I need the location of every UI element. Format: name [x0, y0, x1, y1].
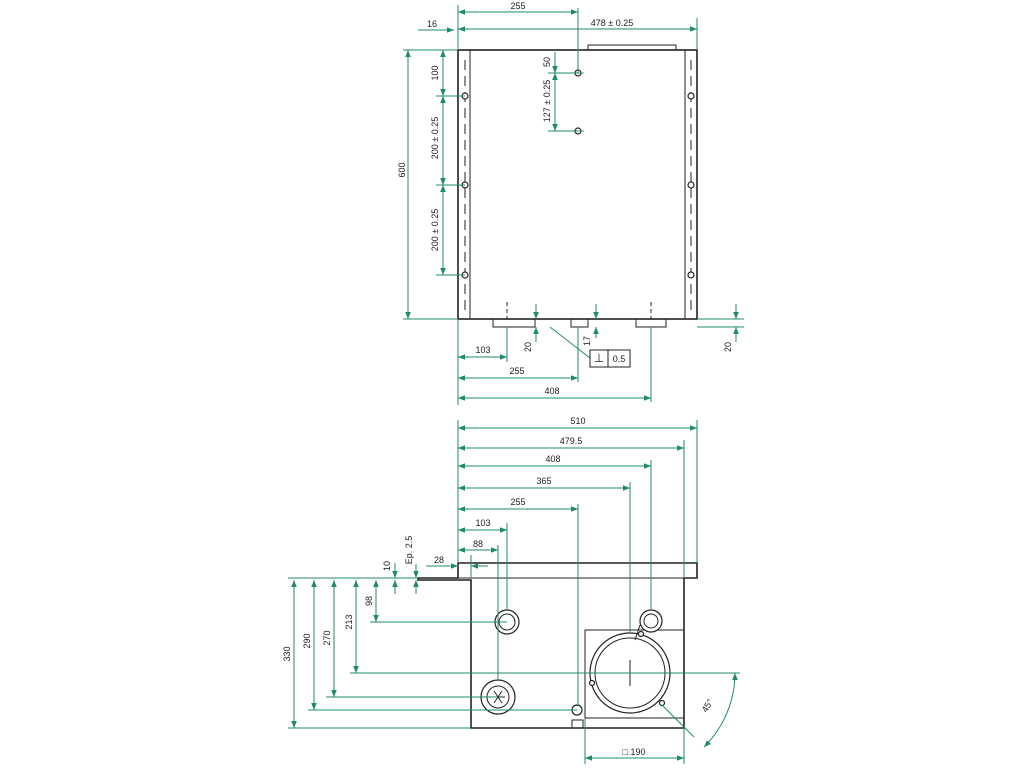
top-view: 510 479.5 408 365 255 103 88 28 Ep. 2.5 … [282, 416, 740, 764]
port-right-inner [643, 613, 659, 629]
tolerance-value: 0.5 [613, 354, 626, 364]
front-foot-right [635, 318, 667, 328]
front-view: 16 255 478 ± 0.25 600 100 200 ± 0.25 200… [397, 1, 744, 405]
dim-408-top: 408 [545, 454, 560, 464]
dim-330: 330 [282, 646, 292, 661]
dim-270: 270 [322, 630, 332, 645]
dim-17: 17 [582, 336, 592, 346]
dim-103-front: 103 [475, 345, 490, 355]
dim-600: 600 [397, 162, 407, 177]
dim-square-190: □ 190 [623, 747, 646, 757]
dim-10: 10 [382, 561, 392, 571]
dim-20-b: 20 [723, 342, 733, 352]
dim-20-a: 20 [523, 342, 533, 352]
motor-bolt-1 [637, 630, 645, 638]
front-hole-right-1 [687, 92, 695, 100]
motor-square [584, 629, 685, 719]
front-foot-center [570, 318, 589, 328]
dim-255-front: 255 [509, 366, 524, 376]
dim-127: 127 ± 0.25 [542, 80, 552, 122]
dim-290: 290 [302, 633, 312, 648]
front-hole-right-3 [687, 271, 695, 279]
dim-255-top-view: 255 [510, 497, 525, 507]
motor-bolt-3 [658, 699, 666, 707]
dim-479: 479.5 [560, 436, 583, 446]
tolerance-frame [589, 349, 631, 368]
dim-100: 100 [430, 65, 440, 80]
front-body-outline [457, 49, 698, 320]
dim-88: 88 [473, 539, 483, 549]
dim-28: 28 [434, 555, 444, 565]
dim-365: 365 [536, 476, 551, 486]
thickness-label: Ep. 2.5 [404, 536, 414, 565]
port-right-outer [639, 609, 663, 633]
dim-200-a: 200 ± 0.25 [430, 117, 440, 159]
front-top-tab [587, 44, 677, 51]
dim-255-top: 255 [510, 1, 525, 11]
dim-200-b: 200 ± 0.25 [430, 209, 440, 251]
dim-478: 478 ± 0.25 [591, 18, 633, 28]
dim-98: 98 [364, 596, 374, 606]
dim-213: 213 [344, 614, 354, 629]
dim-50: 50 [542, 57, 552, 67]
dim-16: 16 [427, 19, 437, 29]
dim-510: 510 [570, 416, 585, 426]
dim-45-deg: 45° [700, 697, 716, 714]
front-hole-right-2 [687, 181, 695, 189]
motor-bolt-2 [588, 679, 596, 687]
tolerance-symbol: ⊥ [594, 351, 604, 365]
drain-connector [571, 719, 584, 729]
front-foot-left [492, 318, 536, 328]
dim-103-top: 103 [475, 518, 490, 528]
dim-408-front: 408 [544, 386, 559, 396]
